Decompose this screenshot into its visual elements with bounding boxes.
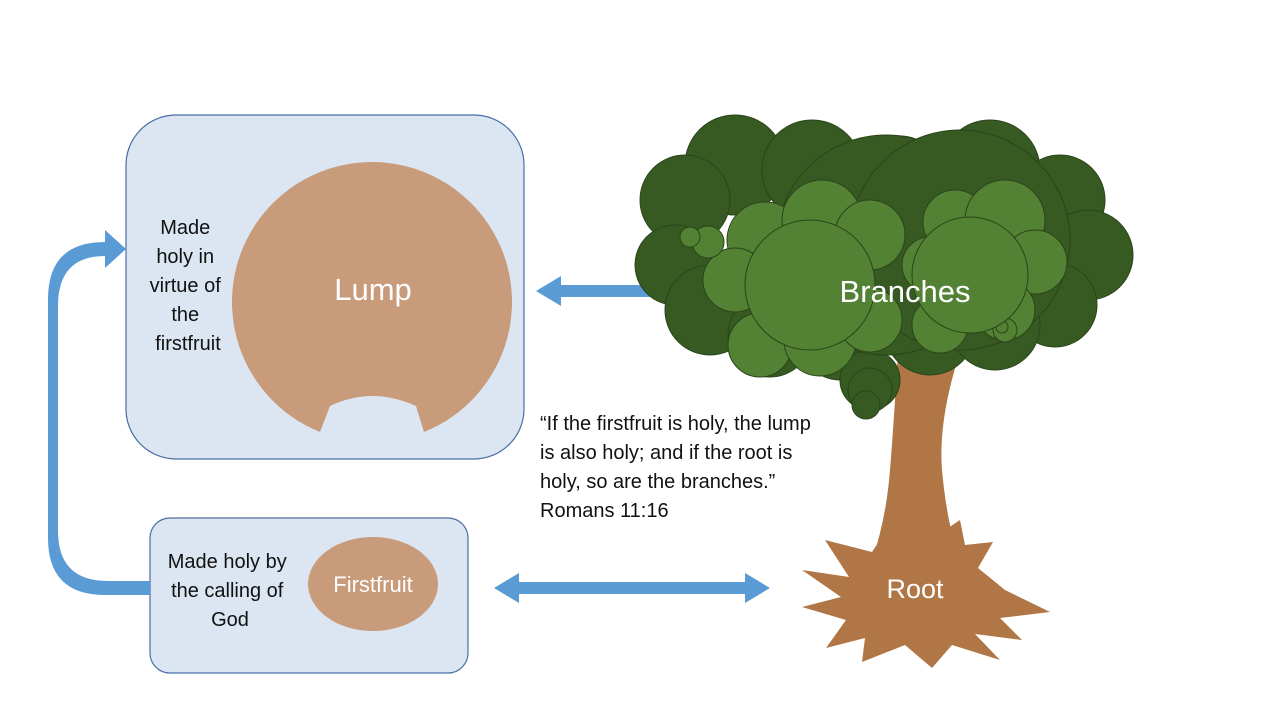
lump-label: Lump	[334, 272, 412, 307]
lump-caption-line: the	[171, 304, 199, 326]
scripture-quote: “If the firstfruit is holy, the lump is …	[540, 413, 811, 522]
lump-caption-line: Made	[160, 217, 210, 239]
firstfruit-oval	[308, 537, 438, 631]
firstfruit-caption-line: God	[211, 609, 249, 631]
firstfruit-caption-line: the calling of	[171, 580, 284, 602]
lump-caption-line: virtue of	[150, 275, 222, 297]
firstfruit-caption: Made holy by the calling of God	[168, 551, 293, 631]
curved-arrow	[48, 230, 150, 595]
double-arrow-firstfruit-root	[494, 573, 770, 603]
lump-caption-line: holy in	[156, 246, 214, 268]
lump-caption: Made holy in virtue of the firstfruit	[150, 217, 227, 355]
firstfruit-label: Firstfruit	[333, 572, 412, 597]
firstfruit-caption-line: Made holy by	[168, 551, 287, 573]
branches-label: Branches	[840, 274, 971, 309]
tree-trunk	[872, 352, 960, 560]
lump-circle	[232, 162, 513, 433]
tree-root	[802, 520, 1050, 668]
lump-caption-line: firstfruit	[155, 333, 221, 355]
root-label: Root	[886, 574, 944, 604]
tree-canopy-light	[679, 179, 1068, 378]
